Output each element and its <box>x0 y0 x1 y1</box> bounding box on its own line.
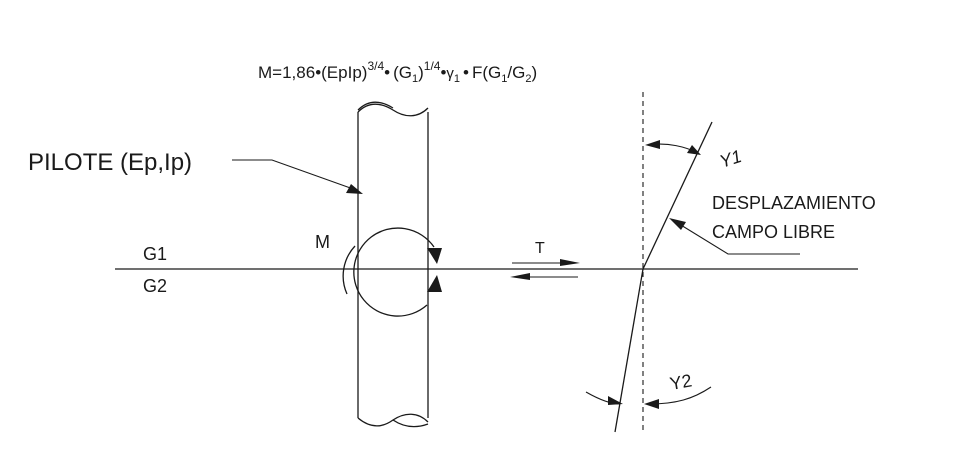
pile-label: PILOTE (Ep,Ip) <box>28 149 192 176</box>
formula-g1-close: ) <box>418 63 424 82</box>
moment-circle <box>342 227 442 317</box>
displacement-line-lower <box>614 268 644 433</box>
layer-label-g1: G1 <box>143 244 167 264</box>
formula-f-slash: /G <box>507 63 525 82</box>
gamma2-arc <box>585 386 712 409</box>
formula: M=1,86•(EpIp)3/4•(G1)1/4•γ1•F(G1/G2) <box>258 59 537 85</box>
formula-gamma-sub: 1 <box>454 73 460 85</box>
formula-f-close: ) <box>531 63 537 82</box>
displacement-label-line1: DESPLAZAMIENTO <box>712 193 876 213</box>
formula-f-open: F(G <box>472 63 501 82</box>
formula-dot-3: • <box>440 63 446 82</box>
formula-gamma: γ <box>446 65 454 82</box>
formula-epip: (EpIp) <box>321 63 367 82</box>
formula-g1-open: (G <box>393 63 412 82</box>
formula-exp-34: 3/4 <box>367 59 384 73</box>
formula-dot-2: • <box>384 63 390 82</box>
displacement-label-line2: CAMPO LIBRE <box>712 222 835 242</box>
formula-exp-14: 1/4 <box>424 59 441 73</box>
formula-dot-1: • <box>315 63 321 82</box>
pile <box>357 101 429 428</box>
gamma2-label: Y2 <box>668 370 693 394</box>
moment-label: M <box>315 232 330 252</box>
shear-arrows <box>510 259 580 280</box>
shear-label: T <box>535 240 545 257</box>
formula-f-sub2: 2 <box>525 73 531 85</box>
layer-label-g2: G2 <box>143 276 167 296</box>
gamma1-label: Y1 <box>717 146 744 172</box>
formula-dot-4: • <box>463 63 469 82</box>
displacement-line-upper <box>642 121 713 270</box>
gamma1-arc <box>645 140 701 155</box>
displacement-leader <box>669 218 800 255</box>
formula-m: M=1,86 <box>258 63 315 82</box>
moment-arrowhead-top <box>427 248 442 264</box>
moment-arrowhead-bottom <box>427 275 442 292</box>
formula-f-sub1: 1 <box>501 73 507 85</box>
pile-leader <box>232 159 363 194</box>
formula-g1-sub: 1 <box>412 73 418 85</box>
